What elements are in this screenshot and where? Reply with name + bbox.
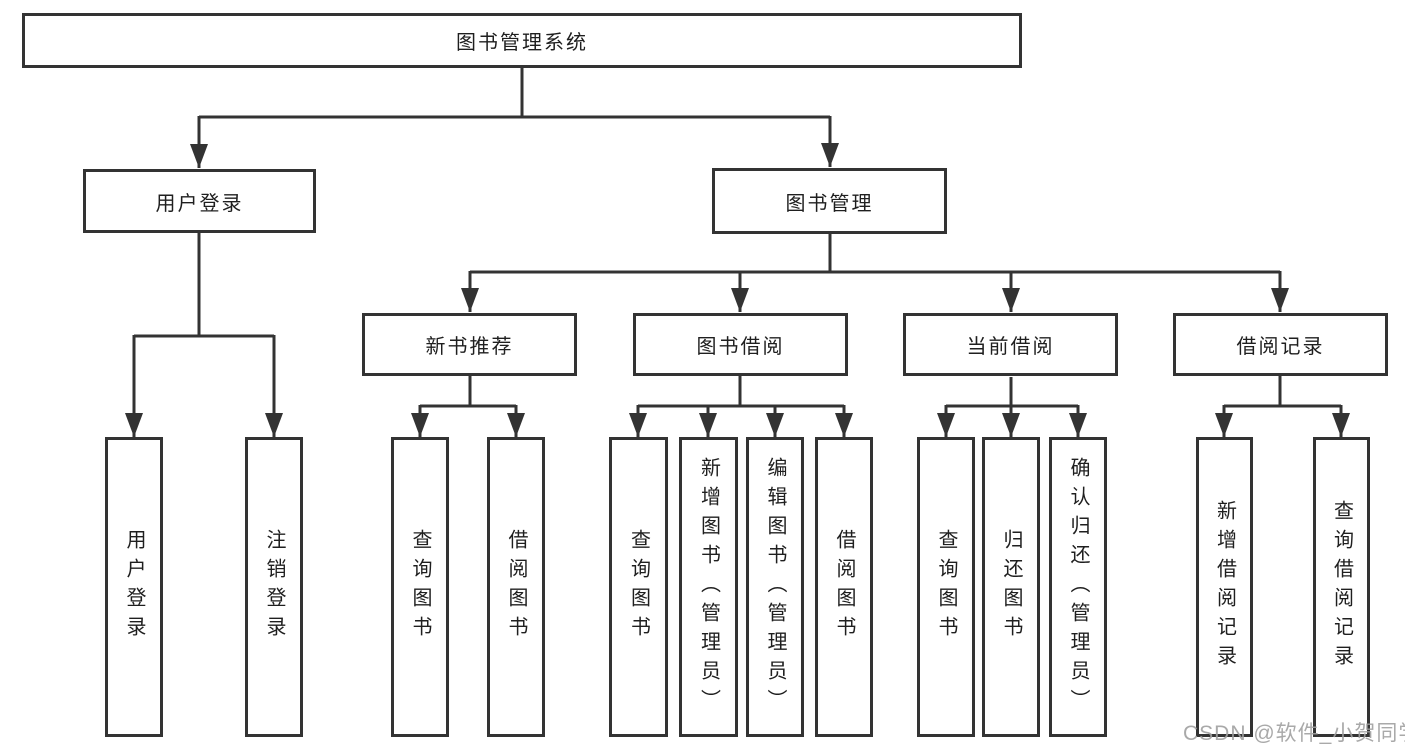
connector-user-login-elbow — [134, 233, 274, 338]
node-borrow-record: 借阅记录 — [1173, 313, 1388, 376]
node-new-book-recommend: 新书推荐 — [362, 313, 577, 376]
leaf-edit-book-admin: 编辑图书（管理员） — [746, 437, 804, 737]
leaf-confirm-return-admin: 确认归还（管理员） — [1049, 437, 1107, 737]
leaf-user-login: 用户登录 — [105, 437, 163, 737]
connector-new-book-elbow — [420, 376, 516, 408]
node-user-login: 用户登录 — [83, 169, 316, 233]
leaf-query-book-borrow: 查询图书 — [609, 437, 668, 737]
connector-current-borrow-elbow — [946, 377, 1078, 408]
leaf-return-book: 归还图书 — [982, 437, 1040, 737]
leaf-borrow-book: 借阅图书 — [815, 437, 873, 737]
connector-borrow-record-elbow — [1224, 376, 1341, 408]
leaf-logout-login: 注销登录 — [245, 437, 303, 737]
leaf-query-book-recommend: 查询图书 — [391, 437, 449, 737]
connector-book-borrow-elbow — [638, 376, 844, 408]
node-book-management: 图书管理 — [712, 168, 947, 234]
connector-book-management-elbow — [470, 234, 1280, 274]
leaf-query-borrow-record: 查询借阅记录 — [1313, 437, 1370, 737]
leaf-query-book-current: 查询图书 — [917, 437, 975, 737]
node-book-borrow: 图书借阅 — [633, 313, 848, 376]
node-current-borrow: 当前借阅 — [903, 313, 1118, 376]
leaf-add-borrow-record: 新增借阅记录 — [1196, 437, 1253, 737]
leaf-borrow-book-recommend: 借阅图书 — [487, 437, 545, 737]
node-root: 图书管理系统 — [22, 13, 1022, 68]
connector-root-elbow — [199, 68, 830, 119]
csdn-watermark: CSDN @软件_小贺同学 — [1183, 722, 1405, 745]
leaf-add-book-admin: 新增图书（管理员） — [679, 437, 738, 737]
